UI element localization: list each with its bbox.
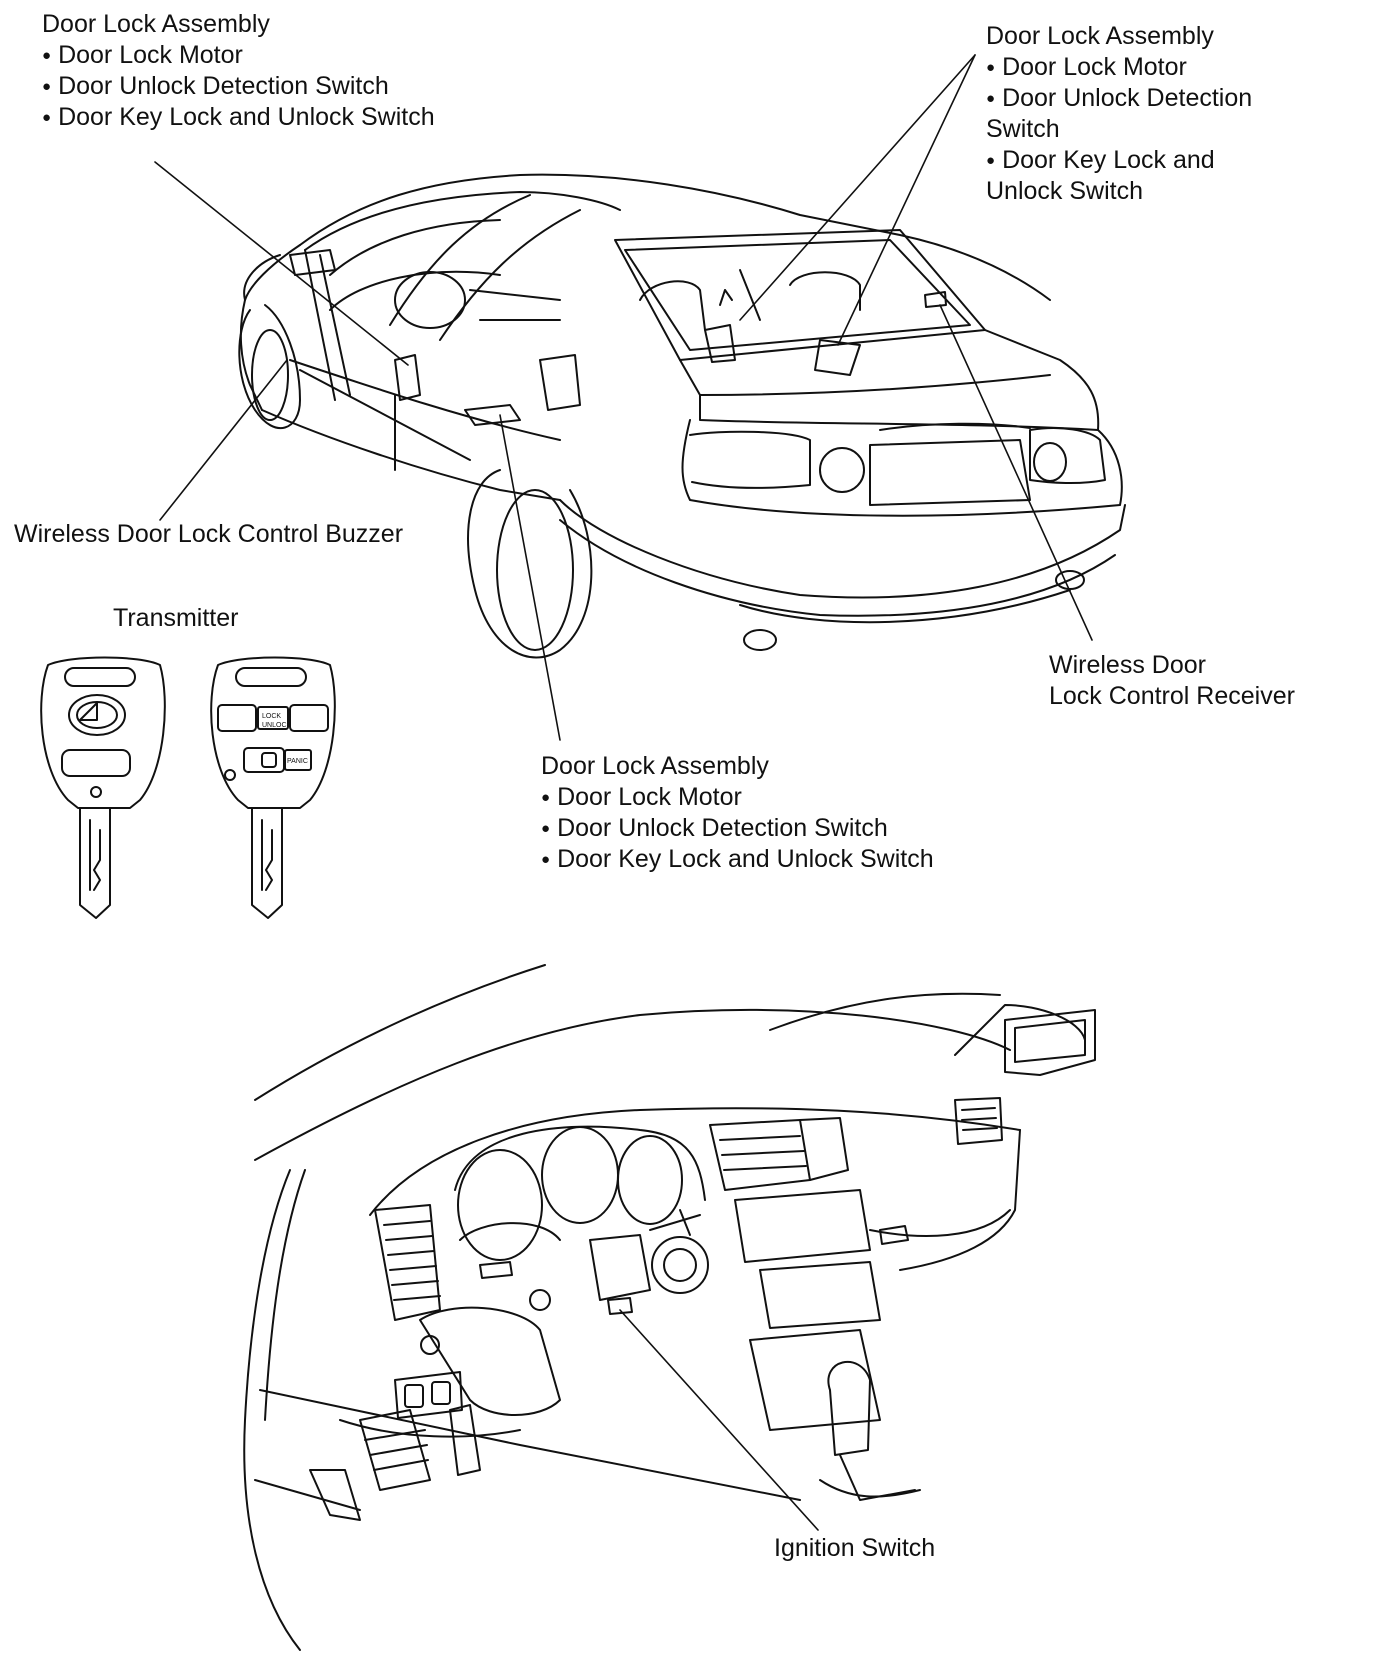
label-transmitter: Transmitter bbox=[113, 604, 239, 632]
label-door-lock-front-right: Door Lock Assembly Door Lock Motor Door … bbox=[541, 751, 934, 875]
key-lock-button-text: LOCK bbox=[262, 713, 281, 720]
label-item-continuation: Switch bbox=[986, 115, 1060, 143]
label-title: Door Lock Assembly bbox=[986, 22, 1214, 50]
leader-line-ignition bbox=[619, 1309, 819, 1531]
label-item: Door Unlock Detection Switch bbox=[42, 71, 435, 102]
label-receiver-line2: Lock Control Receiver bbox=[1049, 682, 1295, 710]
label-item: Door Lock Motor bbox=[986, 52, 1252, 83]
key-unlock-button-text: UNLOCK bbox=[262, 722, 292, 729]
label-buzzer: Wireless Door Lock Control Buzzer bbox=[14, 520, 404, 548]
label-item: Door Lock Motor bbox=[541, 782, 934, 813]
dashboard-illustration bbox=[243, 964, 1096, 1651]
label-item: Door Key Lock and Unlock Switch bbox=[42, 102, 435, 133]
label-door-lock-front-left: Door Lock Assembly Door Lock Motor Door … bbox=[42, 9, 435, 133]
label-title: Door Lock Assembly bbox=[541, 752, 769, 780]
leader-lines-car bbox=[154, 54, 1093, 741]
label-item: Door Unlock Detection Switch bbox=[541, 813, 934, 844]
label-receiver: Wireless Door Lock Control Receiver bbox=[1049, 650, 1295, 712]
label-item: Door Unlock Detection bbox=[986, 83, 1252, 114]
label-title: Door Lock Assembly bbox=[42, 10, 270, 38]
label-item-continuation: Unlock Switch bbox=[986, 177, 1143, 205]
label-item: Door Key Lock and bbox=[986, 145, 1252, 176]
label-item: Door Lock Motor bbox=[42, 40, 435, 71]
label-receiver-line1: Wireless Door bbox=[1049, 651, 1206, 679]
label-item: Door Key Lock and Unlock Switch bbox=[541, 844, 934, 875]
transmitter-key-left bbox=[40, 656, 166, 919]
car-illustration bbox=[238, 173, 1126, 659]
label-ignition-switch: Ignition Switch bbox=[774, 1534, 936, 1562]
label-door-lock-rear-right: Door Lock Assembly Door Lock Motor Door … bbox=[986, 21, 1252, 207]
transmitter-key-right bbox=[210, 656, 336, 919]
key-panic-button-text: PANIC bbox=[287, 758, 308, 765]
